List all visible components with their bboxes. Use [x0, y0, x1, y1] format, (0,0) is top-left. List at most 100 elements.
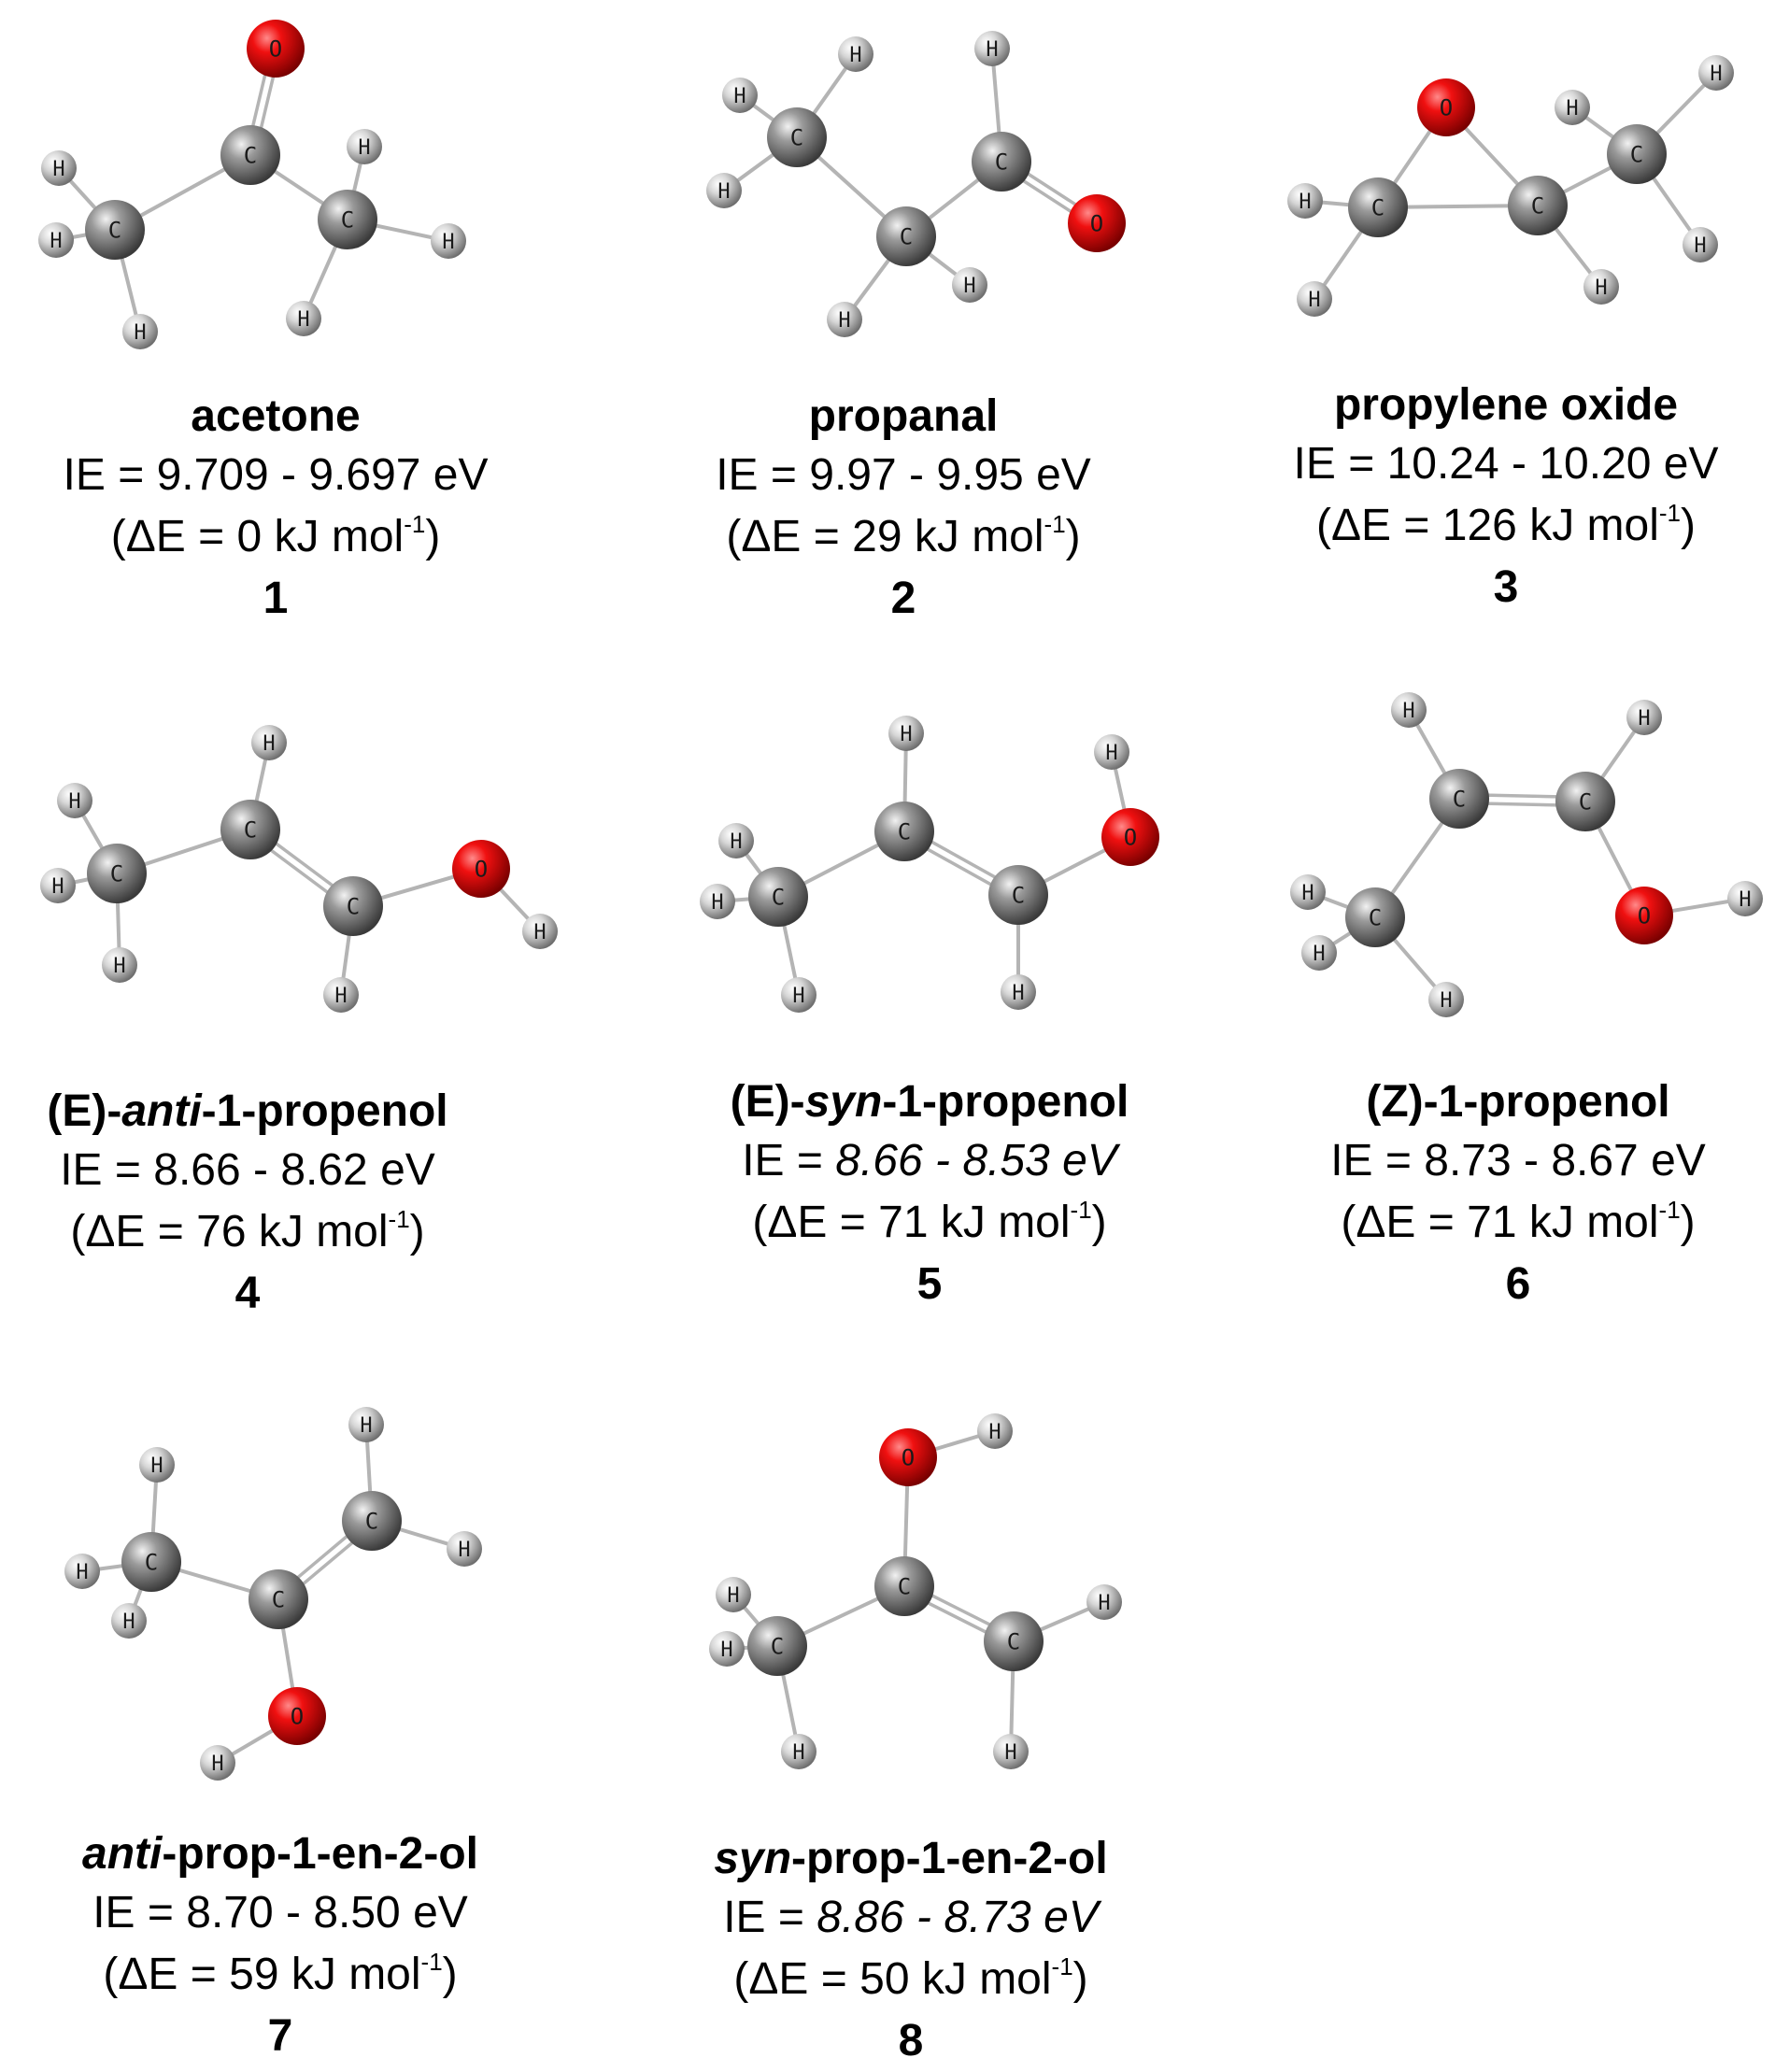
- atom-label: C: [772, 885, 785, 911]
- molecule-name-part: propanal: [808, 391, 999, 441]
- hydrogen-atom: [827, 302, 862, 337]
- oxygen-atom: [247, 20, 305, 78]
- molecule-name-part: acetone: [191, 391, 361, 441]
- carbon-atom: [1607, 124, 1667, 184]
- hydrogen-atom: [111, 1603, 147, 1639]
- carbon-atom: [984, 1611, 1044, 1671]
- atom-label: C: [790, 125, 803, 151]
- atom-label: H: [458, 1539, 470, 1562]
- atom-label: C: [1630, 142, 1643, 168]
- oxygen-atom: [452, 840, 510, 898]
- relative-energy: (ΔE = 0 kJ mol-1): [110, 510, 441, 561]
- molecule-name: syn-prop-1-en-2-ol: [593, 1831, 1228, 1887]
- atom-label: C: [1369, 905, 1382, 931]
- hydrogen-atom: [347, 129, 382, 164]
- molecule-name-part: -prop-1-en-2-ol: [162, 1829, 478, 1879]
- atom-label: O: [1440, 95, 1453, 121]
- relative-energy: (ΔE = 126 kJ mol-1): [1316, 499, 1696, 550]
- oxygen-atom: [1615, 887, 1673, 944]
- carbon-atom: [1508, 176, 1568, 235]
- carbon-atom: [87, 844, 147, 903]
- atom-label: H: [533, 921, 546, 944]
- hydrogen-atom: [323, 977, 359, 1013]
- atom-label: H: [1098, 1592, 1110, 1615]
- caption-molecule-2: propanal IE = 9.97 - 9.95 eV (ΔE = 29 kJ…: [586, 389, 1221, 630]
- molecule-name-part: (Z)-1-propenol: [1366, 1077, 1670, 1127]
- atom-label: H: [334, 985, 347, 1008]
- atom-label: C: [1012, 883, 1025, 909]
- molecule-number: 5: [916, 1259, 943, 1309]
- atom-label: H: [792, 985, 804, 1008]
- carbon-atom: [874, 1556, 934, 1616]
- carbon-atom: [318, 190, 377, 249]
- molecule-name-part: -1-propenol: [882, 1077, 1129, 1127]
- hydrogen-atom: [251, 725, 287, 760]
- atom-label: H: [1299, 191, 1311, 214]
- atom-label: H: [720, 1639, 732, 1662]
- atom-label: H: [122, 1611, 135, 1634]
- atom-label: O: [1124, 825, 1137, 851]
- molecule-name-part: (E)-: [47, 1086, 122, 1136]
- oxygen-atom: [1101, 808, 1159, 866]
- carbon-atom: [85, 200, 145, 260]
- atom-label: H: [1710, 63, 1722, 86]
- hydrogen-atom: [38, 222, 74, 258]
- ionization-energy: IE = 9.97 - 9.95 eV: [716, 450, 1091, 500]
- ionization-energy: IE = 8.73 - 8.67 eV: [1330, 1136, 1706, 1185]
- hydrogen-atom: [122, 314, 158, 349]
- hydrogen-atom: [41, 150, 77, 186]
- molecule-name-part: anti: [82, 1829, 163, 1879]
- atom-label: H: [263, 732, 275, 756]
- atom-label: C: [244, 817, 257, 844]
- hydrogen-atom: [1094, 734, 1129, 770]
- caption-molecule-3: propylene oxide IE = 10.24 - 10.20 eV (Δ…: [1188, 377, 1775, 618]
- carbon-atom: [767, 107, 827, 167]
- atom-label: H: [1566, 97, 1578, 121]
- molecule-name: (E)-syn-1-propenol: [612, 1074, 1247, 1130]
- hydrogen-atom: [1683, 227, 1718, 263]
- atom-label: H: [1012, 982, 1024, 1005]
- atom-label: H: [211, 1753, 223, 1776]
- atom-label: H: [733, 85, 746, 108]
- relative-energy: (ΔE = 71 kJ mol-1): [752, 1196, 1107, 1247]
- carbon-atom: [988, 865, 1048, 925]
- caption-molecule-4: (E)-anti-1-propenol IE = 8.66 - 8.62 eV …: [0, 1084, 565, 1325]
- molecule-name-part: syn: [714, 1834, 792, 1883]
- carbon-atom: [876, 206, 936, 266]
- molecule-name-part: -prop-1-en-2-ol: [791, 1834, 1108, 1883]
- hydrogen-atom: [1583, 269, 1619, 305]
- hydrogen-atom: [40, 868, 76, 903]
- atom-label: H: [963, 275, 975, 298]
- ionization-energy: IE = 8.66 - 8.62 eV: [60, 1145, 435, 1195]
- hydrogen-atom: [888, 716, 924, 751]
- molecule-name: anti-prop-1-en-2-ol: [0, 1826, 598, 1882]
- atom-label: H: [711, 891, 723, 915]
- atom-label: C: [347, 894, 360, 920]
- hydrogen-atom: [838, 36, 873, 72]
- hydrogen-atom: [718, 823, 754, 859]
- hydrogen-atom: [139, 1447, 175, 1483]
- atom-label: H: [442, 231, 454, 254]
- atom-label: H: [1301, 882, 1314, 905]
- atom-label: H: [358, 136, 370, 160]
- atom-label: H: [1739, 888, 1751, 912]
- hydrogen-atom: [102, 947, 137, 983]
- caption-molecule-8: syn-prop-1-en-2-ol IE = 8.86 - 8.73 eV (…: [593, 1831, 1228, 2072]
- atom-label: H: [1004, 1741, 1016, 1765]
- carbon-atom: [220, 800, 280, 859]
- oxygen-atom: [268, 1687, 326, 1745]
- molecule-number: 2: [890, 574, 916, 623]
- molecule-name-part: syn: [804, 1077, 883, 1127]
- carbon-atom: [220, 125, 280, 185]
- atom-label: H: [1308, 289, 1320, 312]
- relative-energy: (ΔE = 76 kJ mol-1): [70, 1205, 425, 1256]
- atom-label: H: [1313, 943, 1325, 966]
- atom-label: H: [76, 1561, 88, 1584]
- atom-label: C: [900, 224, 913, 250]
- hydrogen-atom: [1626, 700, 1662, 735]
- atom-label: H: [849, 44, 861, 67]
